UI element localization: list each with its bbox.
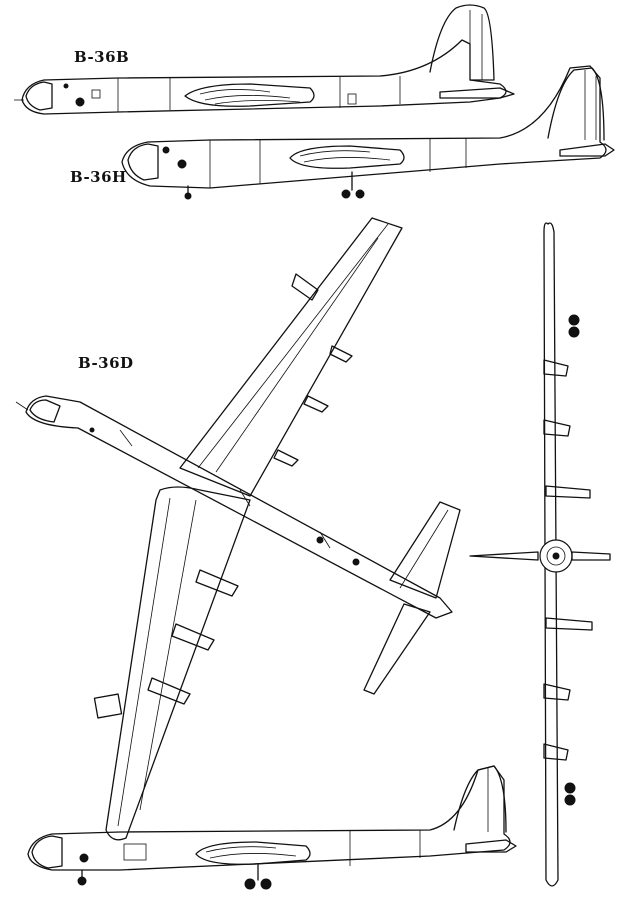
b36b-window xyxy=(63,83,69,89)
b36h-nacelle xyxy=(289,145,405,169)
bottom-nose-glazing xyxy=(31,835,63,869)
front-engine-1 xyxy=(543,359,569,377)
front-wheel-lower-2 xyxy=(564,794,576,806)
plan-lower-engine-3 xyxy=(147,677,191,705)
side-view-b36h xyxy=(121,65,615,200)
bottom-bay-door xyxy=(123,843,147,861)
plan-wing-upper xyxy=(179,217,403,497)
bottom-main-wheel-2 xyxy=(260,878,272,890)
b36h-horizontal-tail xyxy=(559,143,615,157)
plan-wing-lower xyxy=(105,486,251,841)
label-b36d: B-36D xyxy=(78,354,134,372)
front-jet-pod-2 xyxy=(545,617,593,631)
front-wheel-upper-2 xyxy=(568,326,580,338)
b36b-horizontal-tail xyxy=(439,87,515,99)
plan-upper-engine-3 xyxy=(303,395,329,413)
bottom-nacelle xyxy=(195,841,311,865)
b36b-nose-glazing xyxy=(25,81,53,111)
plan-tail-lower xyxy=(363,603,431,695)
front-wing xyxy=(543,222,559,887)
b36h-main-wheel-2 xyxy=(355,189,365,199)
b36h-nose-wheel xyxy=(184,192,192,200)
bottom-nose-wheel xyxy=(77,876,87,886)
front-jet-pod-1 xyxy=(545,485,591,499)
bottom-horizontal-tail xyxy=(465,839,517,853)
plan-view-b36d xyxy=(15,217,461,841)
b36h-nose-glazing xyxy=(127,143,159,181)
b36b-porthole xyxy=(75,97,85,107)
side-view-bottom xyxy=(27,765,517,890)
plan-upper-engine-4 xyxy=(273,449,299,467)
side-view-b36b xyxy=(14,4,515,115)
plan-jet-pod xyxy=(93,693,123,719)
plan-upper-engine-2 xyxy=(329,345,353,363)
bottom-main-wheel-1 xyxy=(244,878,256,890)
b36b-nacelle xyxy=(184,83,315,107)
label-b36h: B-36H xyxy=(70,168,127,186)
b36h-porthole xyxy=(177,159,187,169)
b36h-main-wheel-1 xyxy=(341,189,351,199)
plan-lower-engine-1 xyxy=(195,569,239,597)
plan-tail-upper xyxy=(389,501,461,599)
front-stabilizer xyxy=(469,551,539,561)
bottom-vertical-tail xyxy=(453,765,507,833)
plan-fuselage xyxy=(25,395,453,619)
front-wheel-upper-1 xyxy=(568,314,580,326)
b36h-fuselage xyxy=(121,65,607,189)
front-engine-3 xyxy=(543,683,571,701)
bottom-fuselage xyxy=(27,765,511,871)
b36b-vertical-tail xyxy=(429,4,495,81)
front-engine-4 xyxy=(543,743,569,761)
plan-nose-glazing xyxy=(29,399,61,423)
front-view xyxy=(469,222,611,887)
front-engine-2 xyxy=(543,419,571,437)
plan-upper-engine-1 xyxy=(291,273,319,301)
b36h-window xyxy=(162,146,170,154)
label-b36b: B-36B xyxy=(74,48,130,66)
front-wheel-lower-1 xyxy=(564,782,576,794)
b36h-vertical-tail xyxy=(547,67,605,141)
plan-lower-engine-2 xyxy=(171,623,215,651)
